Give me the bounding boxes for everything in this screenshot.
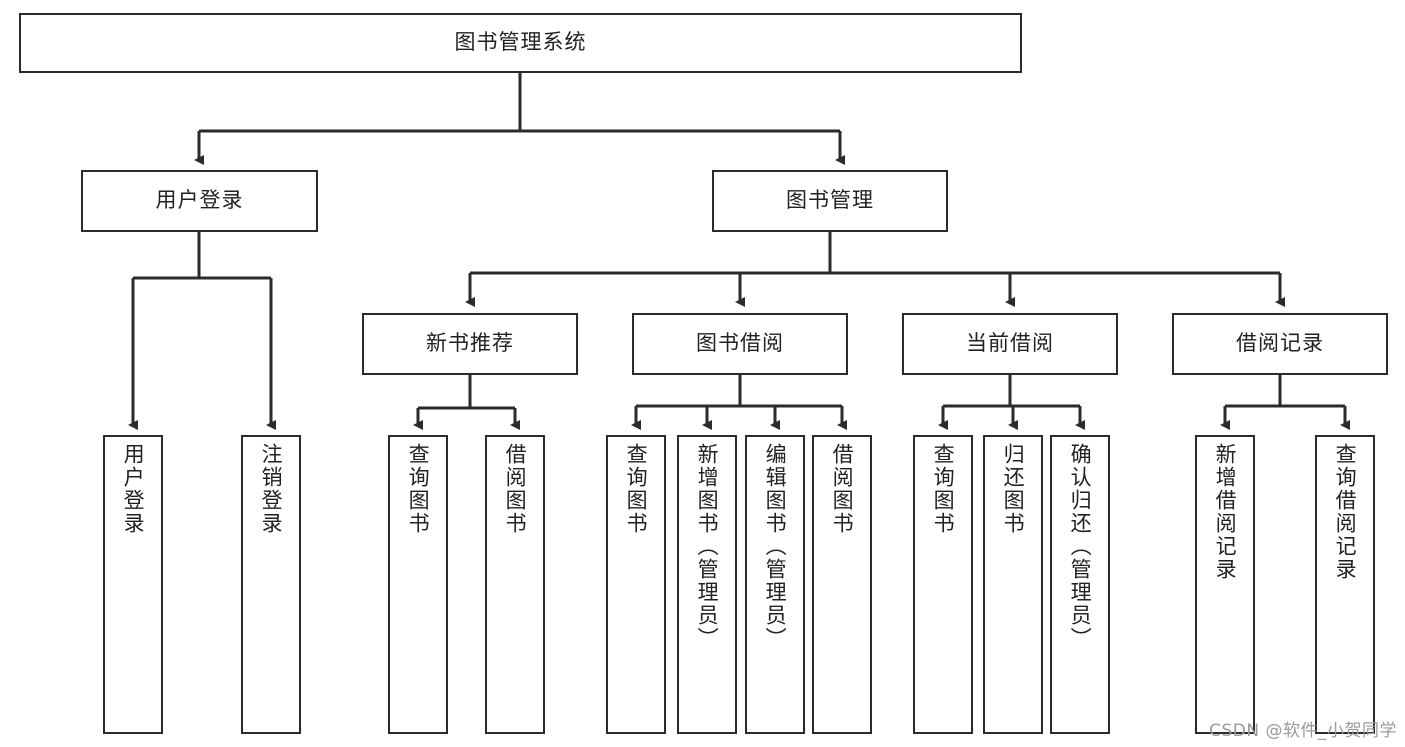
node-label: 编辑图书（管理员） (763, 443, 788, 650)
node-leaf-query-book-1[interactable]: 查询图书 (388, 435, 448, 734)
node-new-book-recommend[interactable]: 新书推荐 (362, 313, 578, 375)
node-leaf-query-borrow-record[interactable]: 查询借阅记录 (1315, 435, 1375, 734)
node-borrow-record[interactable]: 借阅记录 (1172, 313, 1388, 375)
node-label: 图书管理系统 (454, 30, 587, 55)
node-leaf-add-borrow-record[interactable]: 新增借阅记录 (1195, 435, 1255, 734)
node-label: 用户登录 (155, 188, 244, 213)
node-label: 借阅图书 (503, 443, 528, 535)
node-leaf-logout-login[interactable]: 注销登录 (241, 435, 301, 734)
node-label: 图书管理 (786, 188, 874, 213)
node-label: 查询借阅记录 (1333, 443, 1358, 581)
node-label: 图书借阅 (696, 331, 784, 356)
node-leaf-query-book-2[interactable]: 查询图书 (606, 435, 666, 734)
node-leaf-confirm-return-admin[interactable]: 确认归还（管理员） (1050, 435, 1110, 734)
node-label: 借阅图书 (830, 443, 855, 535)
node-label: 注销登录 (259, 443, 284, 535)
node-leaf-edit-book-admin[interactable]: 编辑图书（管理员） (745, 435, 805, 734)
node-label: 新书推荐 (426, 331, 514, 356)
node-label: 当前借阅 (966, 331, 1054, 356)
node-label: 借阅记录 (1236, 331, 1324, 356)
node-book-management-system[interactable]: 图书管理系统 (19, 13, 1022, 73)
node-label: 确认归还（管理员） (1068, 443, 1093, 650)
node-label: 查询图书 (624, 443, 649, 535)
node-book-management[interactable]: 图书管理 (712, 170, 948, 232)
node-user-login[interactable]: 用户登录 (81, 170, 318, 232)
node-label: 新增图书（管理员） (695, 443, 720, 650)
node-label: 归还图书 (1001, 443, 1026, 535)
node-leaf-borrow-book-2[interactable]: 借阅图书 (812, 435, 872, 734)
node-current-borrow[interactable]: 当前借阅 (902, 313, 1118, 375)
node-label: 查询图书 (406, 443, 431, 535)
node-leaf-query-book-3[interactable]: 查询图书 (913, 435, 973, 734)
node-book-borrow[interactable]: 图书借阅 (632, 313, 848, 375)
node-leaf-borrow-book-1[interactable]: 借阅图书 (485, 435, 545, 734)
node-label: 新增借阅记录 (1213, 443, 1238, 581)
node-leaf-return-book[interactable]: 归还图书 (983, 435, 1043, 734)
node-label: 用户登录 (121, 443, 146, 535)
node-label: 查询图书 (931, 443, 956, 535)
node-leaf-add-book-admin[interactable]: 新增图书（管理员） (677, 435, 737, 734)
watermark-text: CSDN @软件_小贺同学 (1209, 721, 1397, 741)
node-leaf-user-login[interactable]: 用户登录 (103, 435, 163, 734)
